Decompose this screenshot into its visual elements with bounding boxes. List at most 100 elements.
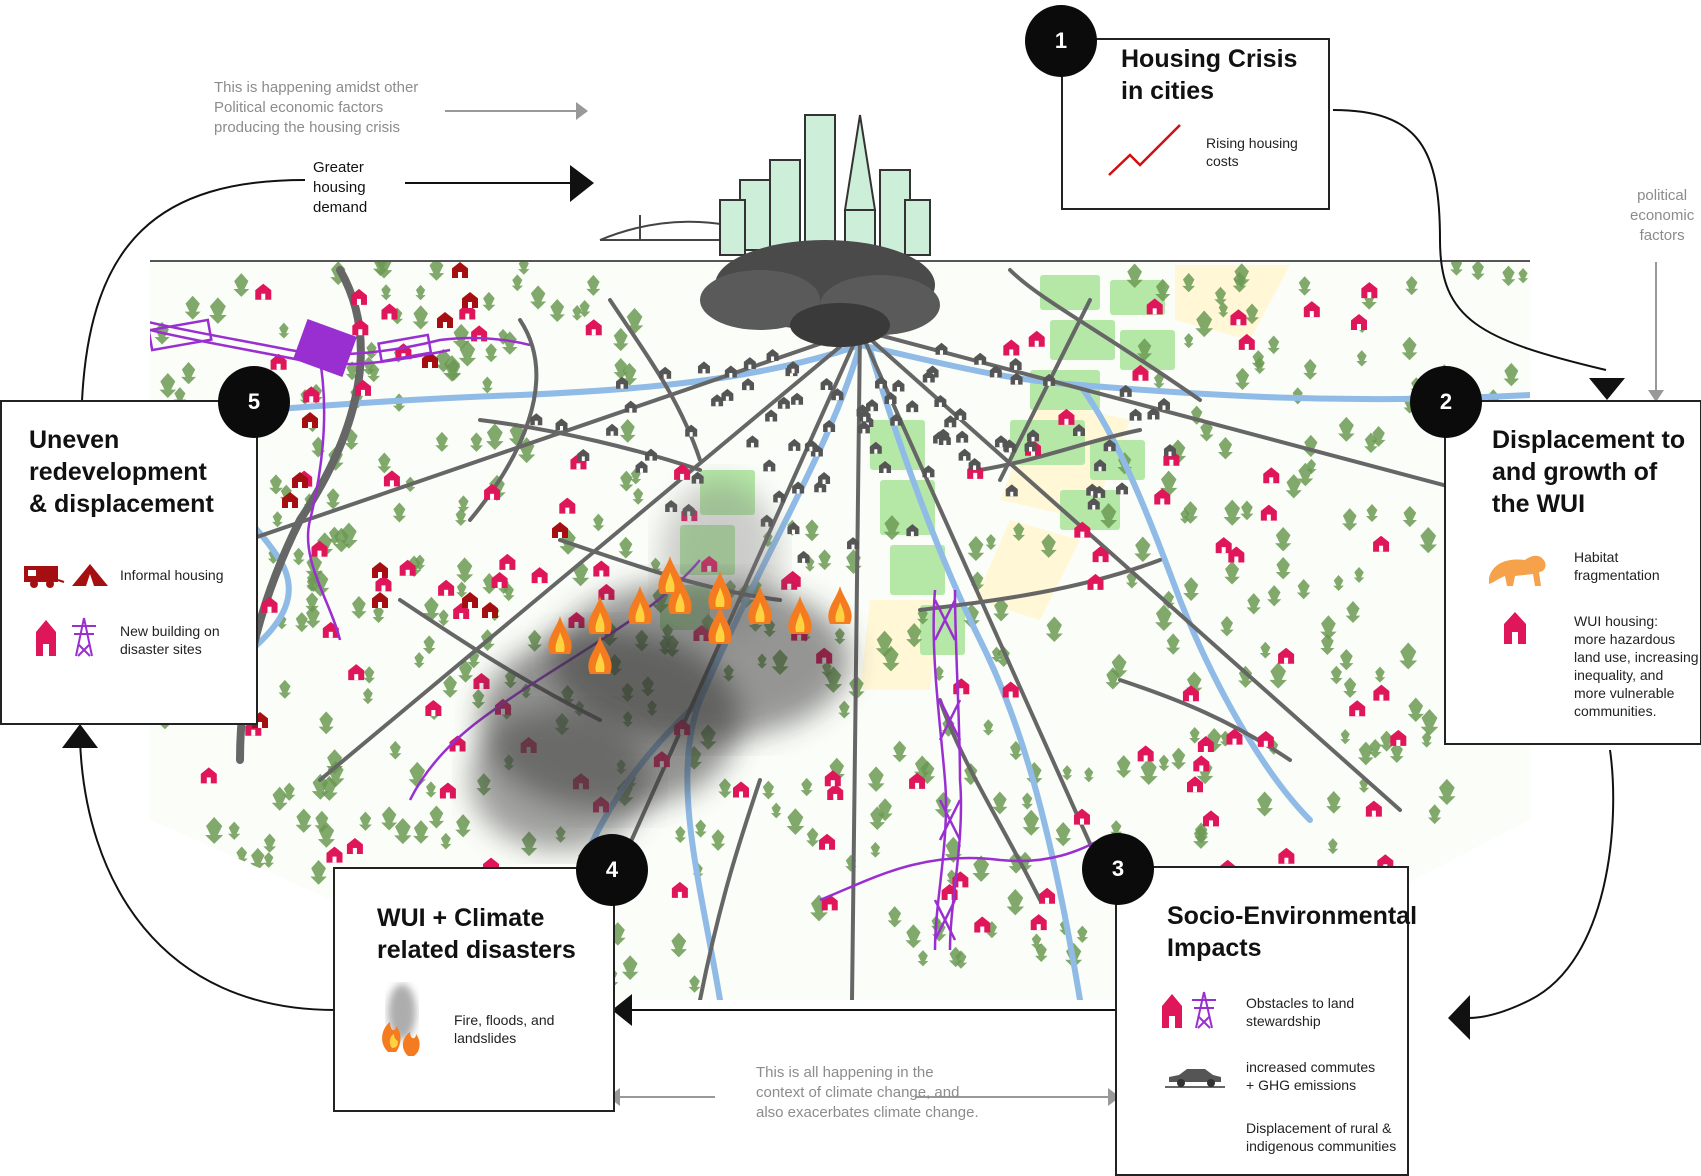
tree xyxy=(1195,310,1214,338)
flame-core xyxy=(835,602,845,622)
tree xyxy=(469,432,483,452)
tree xyxy=(486,423,504,450)
tree xyxy=(310,860,327,885)
tree xyxy=(1405,276,1419,296)
tree xyxy=(1389,742,1404,763)
tree xyxy=(1296,579,1311,600)
tree xyxy=(1160,470,1178,497)
wui-house xyxy=(671,881,688,898)
tree xyxy=(269,474,283,495)
tree xyxy=(305,605,321,629)
tree xyxy=(511,274,523,292)
tree xyxy=(438,609,450,627)
tree xyxy=(1285,474,1302,499)
tree xyxy=(363,666,375,684)
suburban-house xyxy=(1004,440,1017,453)
tree xyxy=(251,953,266,976)
wui-house xyxy=(827,783,844,800)
wui-house xyxy=(1228,546,1245,563)
tree xyxy=(446,358,462,381)
tree xyxy=(694,819,707,838)
step-4-circle: 4 xyxy=(576,834,648,906)
wui-house xyxy=(1230,309,1247,326)
tree xyxy=(278,322,290,339)
tree xyxy=(1450,262,1463,276)
tree xyxy=(1040,533,1057,558)
wui-house xyxy=(1260,504,1277,521)
house-icon xyxy=(1504,612,1526,644)
tree xyxy=(1245,303,1259,325)
suburban-house xyxy=(644,448,657,461)
step-5-circle: 5 xyxy=(218,366,290,438)
tree xyxy=(209,297,227,324)
tree xyxy=(1223,499,1241,526)
tree xyxy=(381,806,398,831)
tree xyxy=(621,955,639,980)
wui-house xyxy=(824,770,841,787)
wildfire-area xyxy=(470,480,852,850)
tree xyxy=(283,782,296,801)
tree xyxy=(1240,500,1254,521)
farm-field xyxy=(1050,320,1115,360)
wui-house xyxy=(1146,298,1163,315)
suburban-house xyxy=(954,408,967,421)
tree xyxy=(1031,933,1042,950)
suburban-house xyxy=(721,388,734,401)
tree xyxy=(442,674,458,698)
wui-house xyxy=(355,379,372,396)
wui-house xyxy=(1074,521,1091,538)
suburban-house xyxy=(773,490,786,503)
tree xyxy=(255,886,270,909)
wui-house xyxy=(399,559,416,576)
wui-house xyxy=(1202,810,1219,827)
suburban-house xyxy=(685,424,698,437)
suburban-house xyxy=(1157,397,1170,410)
tree xyxy=(688,975,701,993)
suburban-house xyxy=(906,524,919,537)
tree xyxy=(1473,892,1487,913)
tree xyxy=(1275,556,1291,580)
tree xyxy=(1364,432,1378,454)
suburban-house xyxy=(1087,497,1100,510)
step-4-item-text: Fire, floods, and landslides xyxy=(454,1012,555,1046)
tree xyxy=(1306,458,1317,475)
tree xyxy=(1182,273,1196,293)
suburban-house xyxy=(1103,439,1116,452)
suburban-house xyxy=(823,419,836,432)
tree xyxy=(314,810,330,833)
tree xyxy=(377,452,392,474)
tree xyxy=(982,719,994,736)
tree xyxy=(882,645,900,672)
tree xyxy=(1339,648,1354,671)
wui-house xyxy=(531,567,548,584)
wui-house xyxy=(974,916,991,933)
tree xyxy=(152,957,168,980)
suburban-house xyxy=(797,550,810,563)
tree xyxy=(413,820,429,844)
suburban-house xyxy=(1163,444,1176,457)
suburban-house xyxy=(1009,357,1022,370)
informal-house xyxy=(372,562,388,578)
suburban-house xyxy=(742,378,755,391)
tree xyxy=(870,841,881,858)
tree xyxy=(1166,633,1181,655)
wui-house xyxy=(1058,408,1075,425)
step-1-item-text: Rising housing costs xyxy=(1206,135,1298,169)
tree xyxy=(992,791,1008,815)
wui-house xyxy=(1215,537,1232,554)
tree xyxy=(389,740,402,760)
suburban-house xyxy=(922,370,935,383)
tree xyxy=(263,852,274,868)
wui-house xyxy=(1390,729,1407,746)
tree xyxy=(869,806,886,831)
tree xyxy=(1194,822,1209,844)
tree xyxy=(1220,616,1234,637)
step-1-circle: 1 xyxy=(1025,5,1097,77)
tree xyxy=(518,262,530,275)
tree xyxy=(456,557,474,583)
tree xyxy=(372,605,385,624)
wui-house xyxy=(1137,745,1154,762)
suburban-house xyxy=(1024,439,1037,452)
tree xyxy=(272,511,283,528)
tree xyxy=(455,814,471,838)
